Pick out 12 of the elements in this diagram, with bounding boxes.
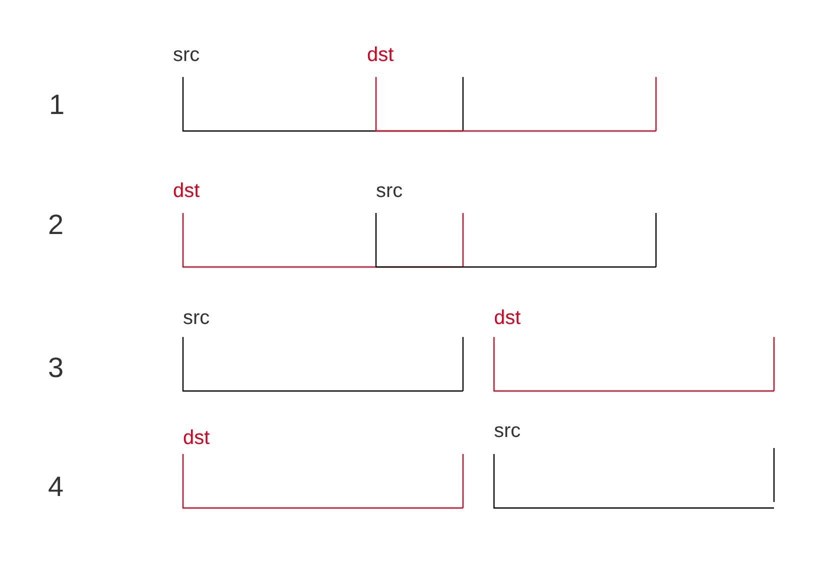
- range-label: dst: [494, 308, 521, 328]
- range-label: src: [173, 45, 200, 65]
- range-label: src: [494, 421, 521, 441]
- range-label: src: [376, 181, 403, 201]
- row-number: 4: [48, 473, 64, 501]
- range-label: dst: [173, 181, 200, 201]
- range-label: dst: [183, 428, 210, 448]
- row-number: 3: [48, 354, 64, 382]
- range-label: src: [183, 308, 210, 328]
- range-label: dst: [367, 45, 394, 65]
- row-number: 1: [49, 91, 65, 119]
- row-number: 2: [48, 211, 64, 239]
